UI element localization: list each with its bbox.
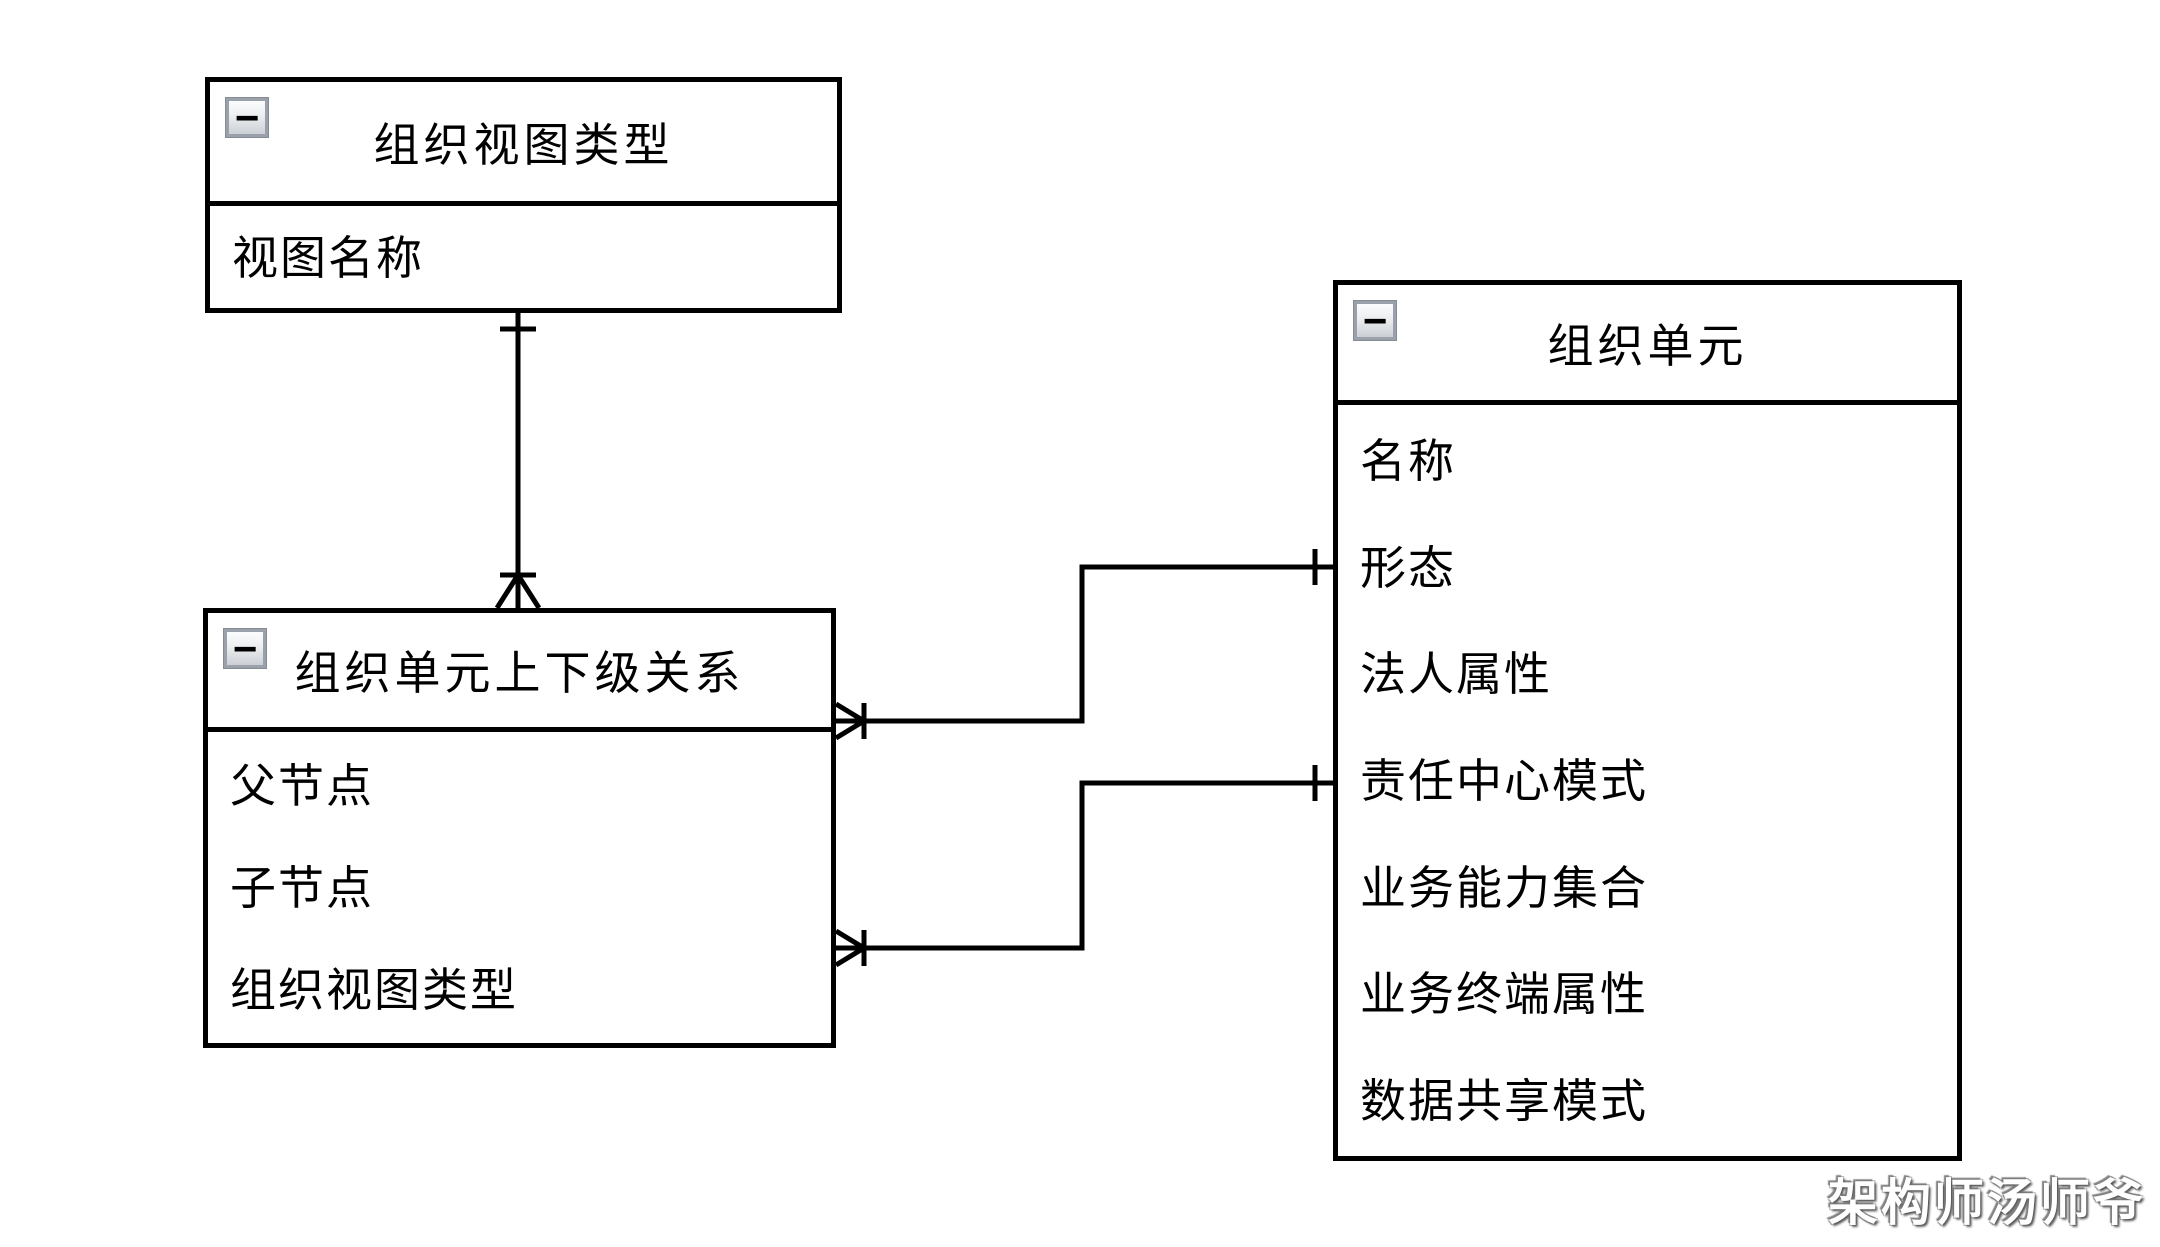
field-child-node: 子节点 [230, 862, 374, 914]
entity-org-unit-fields: 名称 形态 法人属性 责任中心模式 业务能力集合 业务终端属性 数据共享模式 [1338, 405, 1957, 1151]
field-org-view-type: 组织视图类型 [230, 964, 518, 1016]
connector-hierarchy-orgunit-lower [834, 765, 1333, 968]
field-view-name: 视图名称 [232, 231, 424, 284]
entity-org-unit: − 组织单元 名称 形态 法人属性 责任中心模式 业务能力集合 业务终端属性 数… [1333, 280, 1962, 1161]
connector-viewtype-hierarchy [494, 313, 542, 610]
entity-view-type: − 组织视图类型 视图名称 [205, 77, 842, 313]
entity-title: 组织视图类型 [373, 118, 674, 171]
connector-line [836, 780, 1333, 951]
entity-hierarchy: − 组织单元上下级关系 父节点 子节点 组织视图类型 [203, 608, 836, 1048]
collapse-icon[interactable]: − [223, 627, 267, 669]
entity-hierarchy-fields: 父节点 子节点 组织视图类型 [208, 732, 831, 1038]
collapse-icon[interactable]: − [225, 96, 269, 138]
connector-line [836, 564, 1333, 724]
collapse-icon[interactable]: − [1353, 299, 1397, 341]
field-business-terminal-attr: 业务终端属性 [1360, 968, 1648, 1021]
watermark-text: 架构师汤师爷 [1828, 1175, 2146, 1231]
crow-foot-many [834, 701, 866, 741]
crow-foot-many [834, 928, 866, 968]
crow-foot-many [494, 573, 542, 610]
entity-view-type-fields: 视图名称 [210, 206, 837, 303]
field-business-capability-set: 业务能力集合 [1360, 861, 1648, 914]
entity-org-unit-header: − 组织单元 [1338, 285, 1957, 405]
field-data-sharing-mode: 数据共享模式 [1360, 1074, 1648, 1127]
field-responsibility-center-mode: 责任中心模式 [1360, 755, 1648, 808]
field-form: 形态 [1360, 541, 1456, 594]
field-legal-attr: 法人属性 [1360, 648, 1552, 701]
field-name: 名称 [1360, 435, 1456, 488]
entity-title: 组织单元 [1547, 319, 1748, 372]
entity-view-type-header: − 组织视图类型 [210, 82, 837, 206]
field-parent-node: 父节点 [230, 760, 374, 812]
entity-hierarchy-header: − 组织单元上下级关系 [208, 613, 831, 732]
entity-title: 组织单元上下级关系 [294, 647, 745, 699]
connector-hierarchy-orgunit-upper [834, 549, 1333, 741]
